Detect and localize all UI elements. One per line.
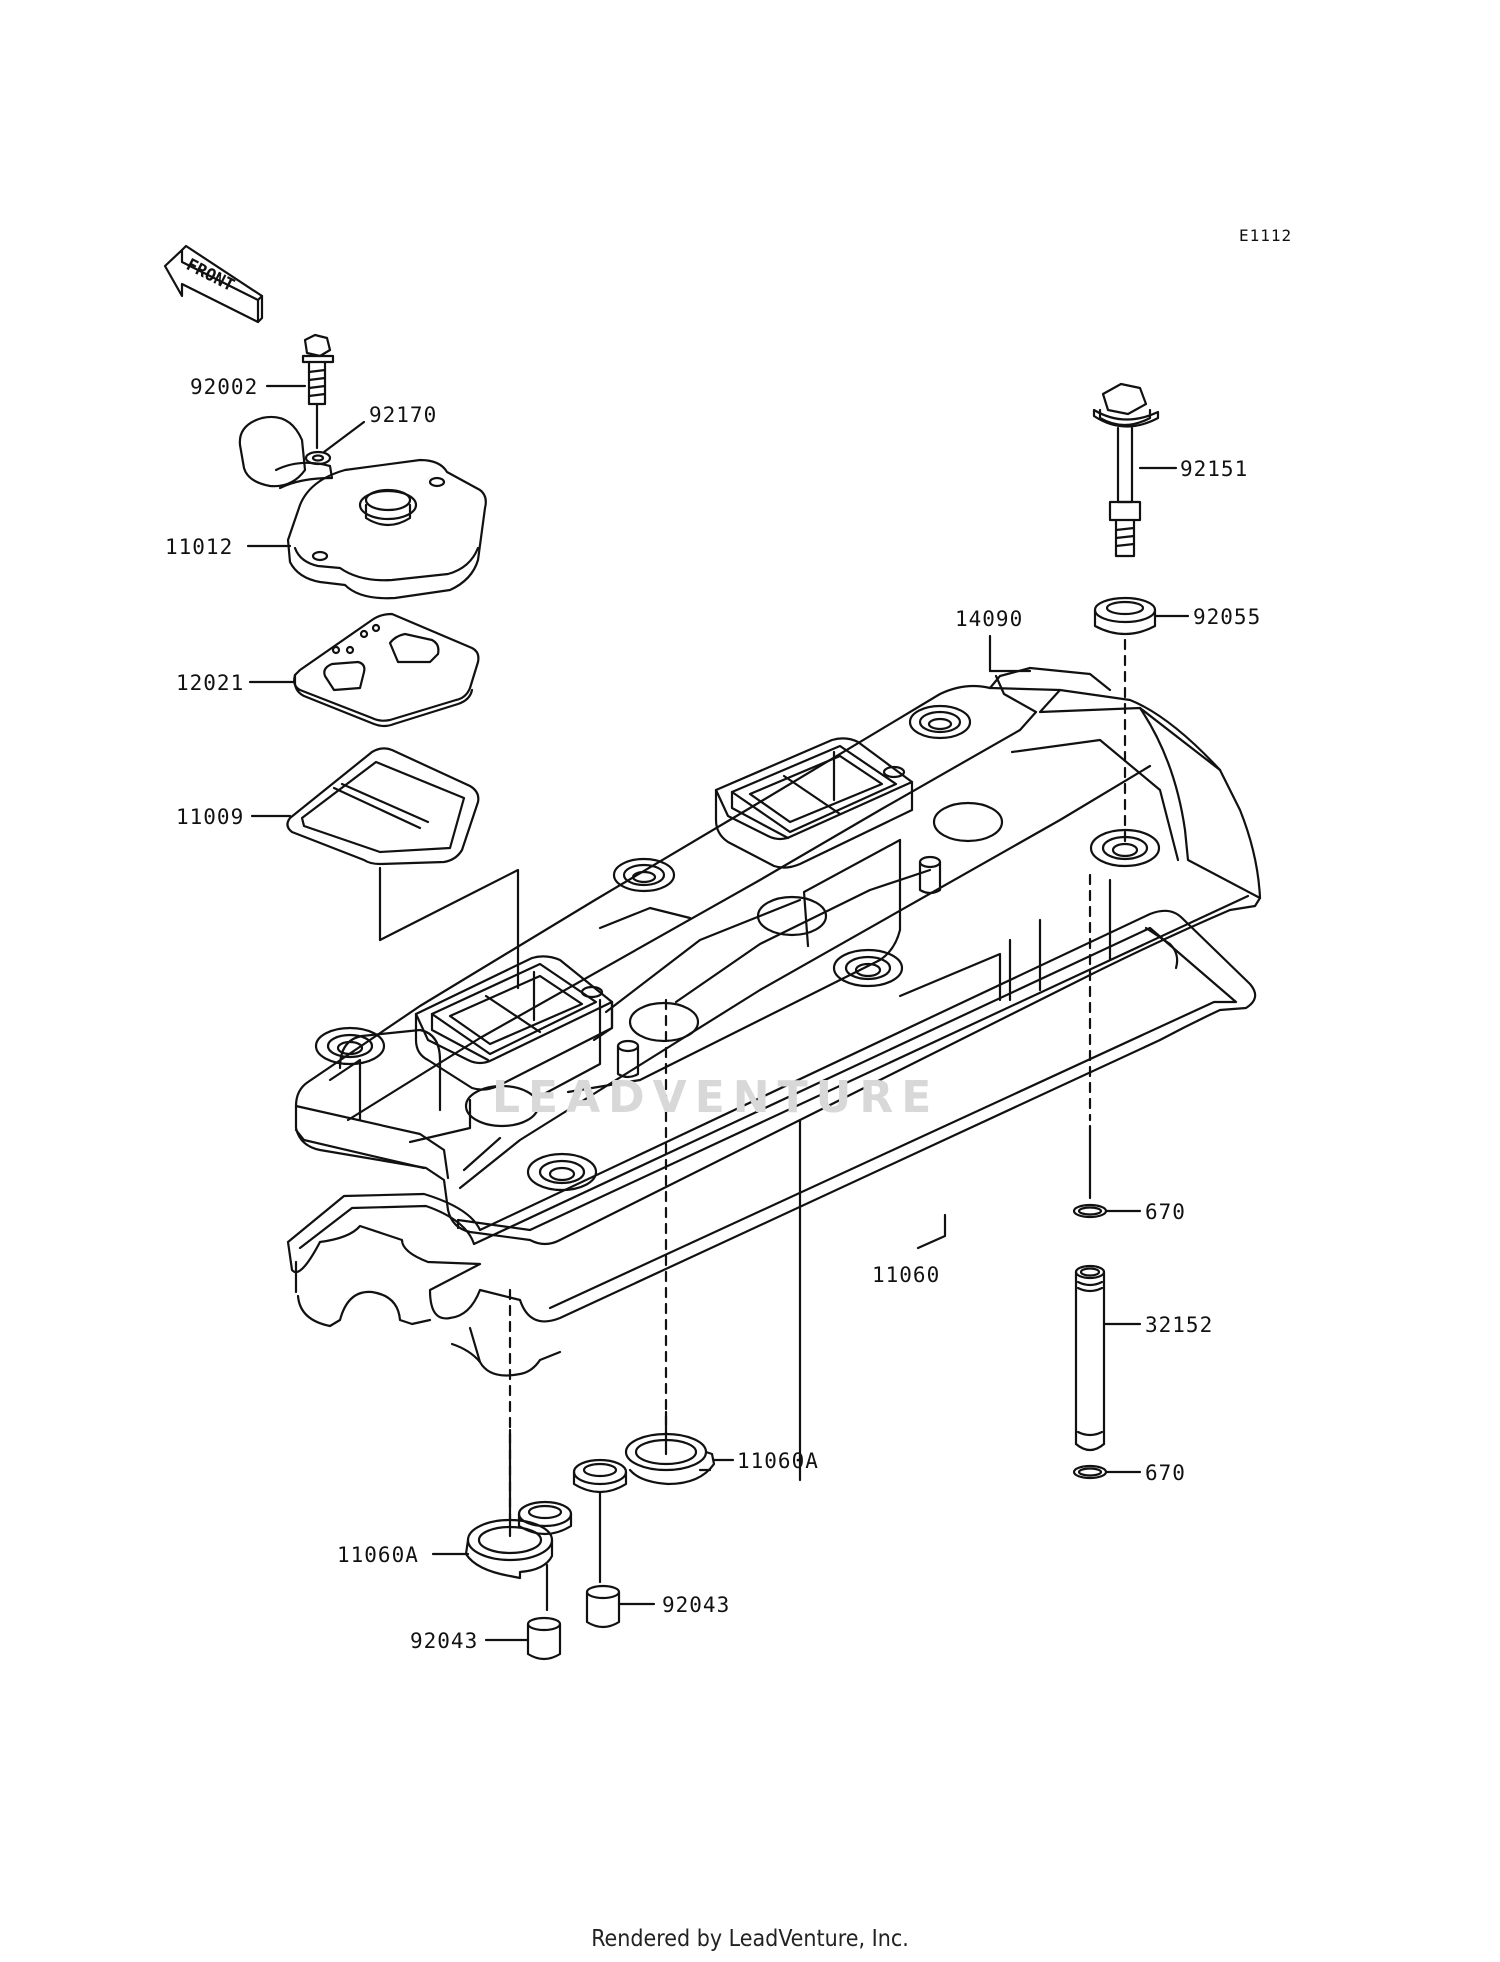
clamp-92170 — [238, 415, 334, 490]
dowel-left — [616, 1039, 640, 1079]
seal-11060A-left — [464, 1518, 554, 1580]
bolt-92151 — [1092, 382, 1160, 558]
bolt-boss-2 — [612, 857, 676, 893]
label-14090: 14090 — [955, 607, 1023, 631]
cover-gasket-11060 — [286, 909, 1257, 1377]
oil-seal-left — [517, 1500, 573, 1536]
bolt-92002 — [301, 333, 335, 406]
label-92043-right: 92043 — [662, 1593, 730, 1617]
bolt-boss-6 — [526, 1152, 598, 1192]
dowel-right — [918, 855, 942, 895]
intake-port-right — [714, 737, 914, 869]
reed-valve-cover-11012 — [286, 458, 487, 600]
bolt-boss-3 — [908, 704, 972, 740]
oil-seal-right — [572, 1458, 628, 1494]
label-92002: 92002 — [190, 375, 258, 399]
label-92055: 92055 — [1193, 605, 1261, 629]
label-92043-left: 92043 — [410, 1629, 478, 1653]
intake-port-left — [414, 955, 614, 1091]
label-11012: 11012 — [165, 535, 233, 559]
watermark-text: LEADVENTURE — [492, 1072, 939, 1123]
pipe-32152 — [1074, 1264, 1106, 1452]
grommet-92055 — [1093, 596, 1157, 636]
label-11060A-right: 11060A — [737, 1449, 819, 1473]
bolt-boss-1 — [314, 1026, 386, 1066]
footer-credit: Rendered by LeadVenture, Inc. — [591, 1926, 909, 1952]
label-11060: 11060 — [872, 1263, 940, 1287]
bolt-boss-5 — [832, 948, 904, 988]
gasket-11009 — [286, 747, 480, 866]
cylinder-head-cover-14090 — [294, 666, 1262, 1246]
diagram-code: E1112 — [1239, 226, 1292, 245]
label-11009: 11009 — [176, 805, 244, 829]
o-ring-670-bottom — [1072, 1464, 1108, 1480]
label-92151: 92151 — [1180, 457, 1248, 481]
front-arrow-icon — [163, 244, 264, 324]
label-92170: 92170 — [369, 403, 437, 427]
label-670-bottom: 670 — [1145, 1461, 1186, 1485]
reed-plate-12021 — [293, 612, 480, 728]
label-12021: 12021 — [176, 671, 244, 695]
seal-11060A-right — [624, 1432, 716, 1486]
label-670-top: 670 — [1145, 1200, 1186, 1224]
label-32152: 32152 — [1145, 1313, 1213, 1337]
collar-92043-left — [526, 1616, 562, 1661]
o-ring-670-top — [1072, 1203, 1108, 1219]
collar-92043-right — [585, 1584, 621, 1629]
label-11060A-left: 11060A — [337, 1543, 419, 1567]
